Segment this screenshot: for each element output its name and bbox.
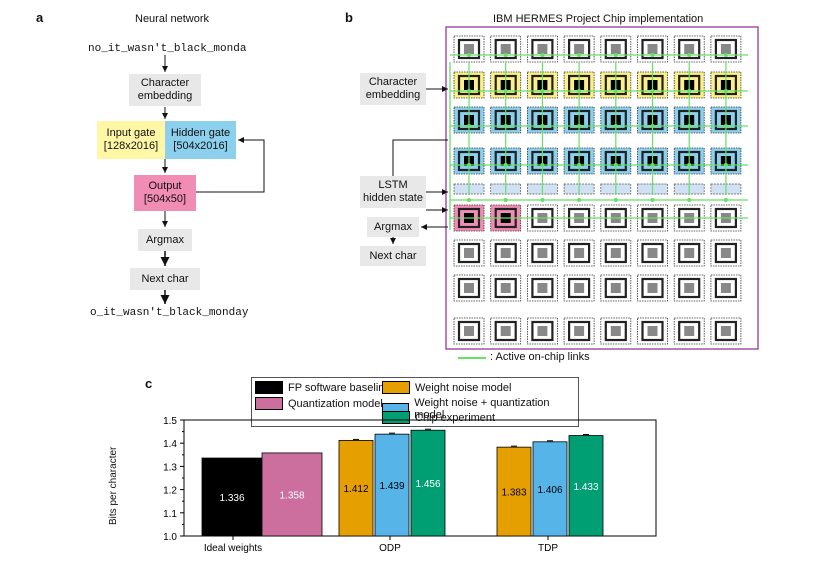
chip-tile: [710, 274, 742, 302]
y-tick-label: 1.3: [163, 462, 177, 473]
legend-swatch: [382, 411, 410, 424]
chip-tile: [637, 35, 668, 63]
hidden-gate-box: Hidden gate [504x2016]: [165, 121, 236, 159]
legend-weight-noise: Weight noise model: [382, 381, 511, 394]
chip-tile: [710, 35, 742, 63]
chip-tile: [527, 274, 558, 302]
chip-tile: [710, 317, 742, 345]
output-box: Output [504x50]: [134, 175, 196, 211]
panel-a-letter: a: [36, 10, 44, 25]
y-tick-label: 1.4: [163, 439, 177, 450]
bar: [201, 457, 263, 537]
chip-tile: [637, 317, 668, 345]
chip-tile: [600, 274, 632, 302]
chip-char-embedding-box: Character embedding: [360, 73, 426, 105]
chip-tile: [527, 35, 558, 63]
x-group-label: Ideal weights: [204, 543, 262, 554]
legend-quantization: Quantization model: [255, 397, 383, 410]
chip-tile: [490, 317, 522, 345]
legend-swatch: [382, 381, 410, 394]
bar: [568, 435, 604, 537]
y-tick-label: 1.2: [163, 486, 177, 497]
chip-tile: [527, 317, 558, 345]
chip-tile: [490, 239, 522, 267]
chip-tile: [563, 35, 595, 63]
legend-swatch: [255, 381, 283, 394]
legend-label: FP software baseline: [288, 381, 391, 394]
bar-value-label: 1.439: [379, 481, 404, 492]
chip-tile: [453, 274, 485, 302]
y-tick-label: 1.5: [163, 416, 177, 427]
chip-lstm-state-box: LSTM hidden state: [360, 176, 426, 208]
chip-tile: [673, 274, 705, 302]
x-group-label: ODP: [379, 543, 401, 554]
input-gate-box: Input gate [128x2016]: [97, 121, 165, 159]
chip-tile: [600, 317, 632, 345]
legend-fp-baseline: FP software baseline: [255, 381, 391, 394]
bar: [410, 429, 446, 537]
bar: [261, 452, 323, 537]
bar-value-label: 1.456: [415, 479, 440, 490]
chip-tile: [637, 274, 668, 302]
next-char-box: Next char: [130, 268, 200, 290]
panel-b-title: IBM HERMES Project Chip implementation: [493, 13, 704, 25]
chip-tile: [673, 317, 705, 345]
chip-tile: [453, 35, 485, 63]
legend-label: Quantization model: [288, 397, 383, 410]
chip-next-char-box: Next char: [360, 246, 426, 266]
bar: [496, 446, 532, 537]
chip-tile: [453, 317, 485, 345]
y-axis-label: Bits per character: [108, 446, 119, 525]
chip-tile: [563, 317, 595, 345]
x-group-label: TDP: [538, 543, 558, 554]
chip-tile: [490, 35, 522, 63]
bar-value-label: 1.406: [537, 485, 562, 496]
chip-tile: [527, 239, 558, 267]
chip-tile: [673, 239, 705, 267]
y-tick-label: 1.0: [163, 532, 177, 543]
chip-tile: [600, 239, 632, 267]
chip-tile: [453, 239, 485, 267]
chip-tile: [563, 239, 595, 267]
chip-argmax-box: Argmax: [367, 217, 419, 237]
chip-link-legend: : Active on-chip links: [490, 351, 590, 363]
bar: [374, 433, 410, 537]
bar-value-label: 1.383: [501, 488, 526, 499]
bar-value-label: 1.412: [343, 484, 368, 495]
y-tick-label: 1.1: [163, 509, 177, 520]
chart-legend: FP software baseline Quantization model …: [251, 377, 579, 427]
bar-value-label: 1.336: [219, 493, 244, 504]
legend-label: Weight noise model: [415, 381, 512, 394]
panel-a-title: Neural network: [135, 13, 209, 25]
bar: [338, 440, 374, 537]
chip-tile: [600, 35, 632, 63]
panel-c-letter: c: [145, 376, 153, 391]
output-sequence: o_it_wasn't_black_monday: [90, 307, 249, 319]
chip-tile: [563, 274, 595, 302]
legend-swatch: [255, 397, 283, 410]
char-embedding-box: Character embedding: [129, 74, 201, 106]
argmax-box: Argmax: [138, 229, 192, 251]
chip-tile: [490, 274, 522, 302]
chip-tile: [710, 239, 742, 267]
input-sequence: no_it_wasn't_black_monda: [88, 43, 247, 55]
panel-b-letter: b: [345, 10, 353, 25]
bar-value-label: 1.358: [279, 490, 304, 501]
bar-value-label: 1.433: [573, 482, 598, 493]
bar: [532, 441, 568, 537]
chip-tile: [637, 239, 668, 267]
legend-label: Weight noise + quantization model: [414, 397, 550, 421]
